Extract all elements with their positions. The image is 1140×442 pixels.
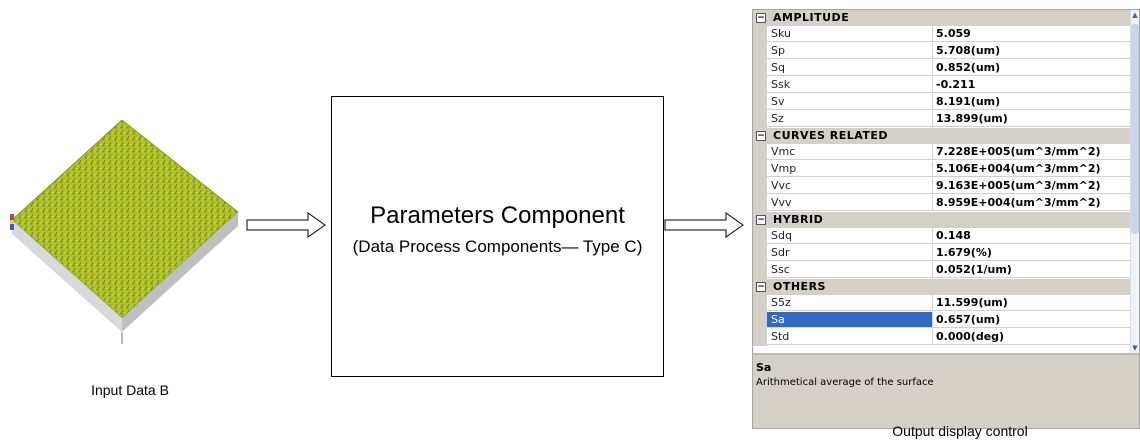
property-value[interactable]: 0.052(1/um) (933, 262, 1133, 278)
category-row-others[interactable]: −OTHERS (753, 279, 1133, 295)
property-name[interactable]: Vmp (767, 161, 933, 177)
property-name[interactable]: Sku (767, 26, 933, 42)
category-row-hybrid[interactable]: −HYBRID (753, 212, 1133, 228)
property-value[interactable]: 1.679(%) (933, 245, 1133, 261)
property-name[interactable]: Ssc (767, 262, 933, 278)
category-label: OTHERS (773, 280, 826, 293)
row-gutter (753, 144, 767, 161)
row-gutter (753, 295, 767, 312)
property-name[interactable]: Sa (767, 312, 933, 328)
category-row-curves-related[interactable]: −CURVES RELATED (753, 128, 1133, 144)
property-row-ssk[interactable]: Ssk-0.211 (753, 77, 1133, 94)
row-gutter (753, 228, 767, 245)
property-value[interactable]: -0.211 (933, 77, 1133, 93)
property-value[interactable]: 7.228E+005(um^3/mm^2) (933, 144, 1133, 160)
collapse-toggle-icon[interactable]: − (756, 215, 766, 225)
parameters-component-box: Parameters Component (Data Process Compo… (331, 96, 664, 377)
component-title: Parameters Component (370, 202, 625, 229)
row-gutter (753, 77, 767, 94)
property-name[interactable]: Ssk (767, 77, 933, 93)
property-name[interactable]: Sp (767, 43, 933, 59)
property-name[interactable]: Vvv (767, 195, 933, 211)
description-title: Sa (756, 361, 772, 374)
collapse-toggle-icon[interactable]: − (756, 13, 766, 23)
category-label: AMPLITUDE (773, 11, 850, 24)
property-value[interactable]: 0.148 (933, 228, 1133, 244)
scroll-up-arrow-icon[interactable]: ▲ (1132, 11, 1138, 19)
row-gutter (753, 245, 767, 262)
property-name[interactable]: Sdq (767, 228, 933, 244)
category-row-amplitude[interactable]: −AMPLITUDE (753, 10, 1133, 26)
property-name[interactable]: Sq (767, 60, 933, 76)
row-gutter (753, 329, 767, 346)
row-gutter (753, 111, 767, 128)
category-label: HYBRID (773, 213, 824, 226)
collapse-toggle-icon[interactable]: − (756, 131, 766, 141)
property-value[interactable]: 0.657(um) (933, 312, 1133, 328)
property-name[interactable]: Std (767, 329, 933, 345)
scrollbar-thumb[interactable] (1131, 24, 1139, 234)
component-subtitle: (Data Process Components— Type C) (352, 237, 643, 256)
property-value[interactable]: 5.708(um) (933, 43, 1133, 59)
property-value[interactable]: 9.163E+005(um^3/mm^2) (933, 178, 1133, 194)
output-display-caption: Output display control (892, 423, 1028, 439)
category-label: CURVES RELATED (773, 129, 889, 142)
flow-arrow-input-to-component (246, 212, 326, 238)
vertical-scrollbar[interactable]: ▲ ▼ (1130, 10, 1139, 353)
property-name[interactable]: Sz (767, 111, 933, 127)
property-name[interactable]: Vvc (767, 178, 933, 194)
property-value[interactable]: 8.959E+004(um^3/mm^2) (933, 195, 1133, 211)
row-gutter (753, 94, 767, 111)
property-value[interactable]: 5.106E+004(um^3/mm^2) (933, 161, 1133, 177)
property-value[interactable]: 13.899(um) (933, 111, 1133, 127)
description-text: Arithmetical average of the surface (756, 377, 934, 388)
input-surface-image (10, 120, 239, 344)
property-value[interactable]: 8.191(um) (933, 94, 1133, 110)
property-name[interactable]: Sdr (767, 245, 933, 261)
row-gutter (753, 178, 767, 195)
row-gutter (753, 43, 767, 60)
property-value[interactable]: 0.000(deg) (933, 329, 1133, 345)
input-data-caption: Input Data B (91, 382, 169, 398)
property-value[interactable]: 0.852(um) (933, 60, 1133, 76)
flow-arrow-component-to-output (664, 212, 744, 238)
row-gutter (753, 262, 767, 279)
property-name[interactable]: Vmc (767, 144, 933, 160)
collapse-toggle-icon[interactable]: − (756, 282, 766, 292)
row-gutter (753, 312, 767, 329)
row-gutter (753, 60, 767, 77)
row-gutter (753, 26, 767, 43)
row-gutter (753, 195, 767, 212)
property-value[interactable]: 5.059 (933, 26, 1133, 42)
row-gutter (753, 161, 767, 178)
description-panel: Sa Arithmetical average of the surface (753, 353, 1139, 428)
property-name[interactable]: S5z (767, 295, 933, 311)
property-name[interactable]: Sv (767, 94, 933, 110)
property-value[interactable]: 11.599(um) (933, 295, 1133, 311)
scroll-down-arrow-icon[interactable]: ▼ (1132, 344, 1138, 352)
